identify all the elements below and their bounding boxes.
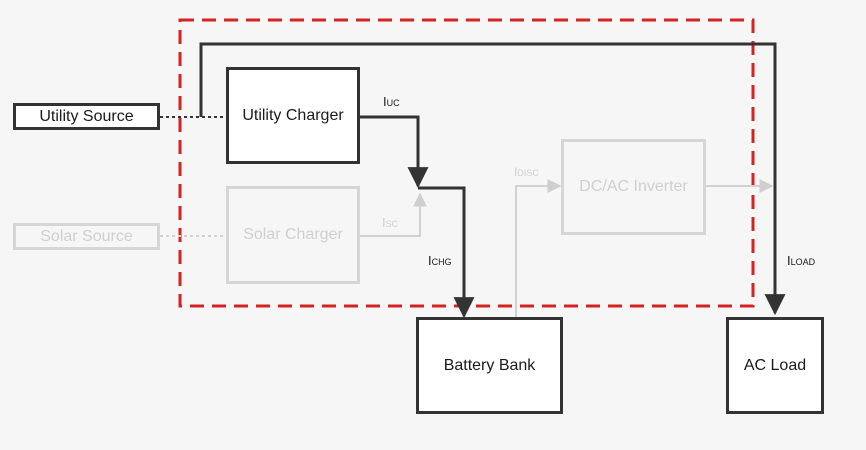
idisc-line bbox=[515, 179, 562, 318]
isc-label: ISC bbox=[382, 215, 399, 230]
utility-source-box: Utility Source bbox=[13, 103, 160, 130]
battery-bank-label: Battery Bank bbox=[443, 356, 536, 374]
ac-load-label: AC Load bbox=[743, 356, 807, 374]
ac-load-box: AC Load bbox=[726, 317, 824, 414]
isc-line bbox=[359, 192, 427, 237]
iload-label: ILOAD bbox=[787, 253, 816, 268]
solar-charger-label: Solar Charger bbox=[243, 226, 343, 243]
battery-bank-box: Battery Bank bbox=[416, 317, 563, 414]
iuc-label: IUC bbox=[383, 94, 400, 109]
utility-charger-box: Utility Charger bbox=[226, 67, 360, 164]
inverter-label: DC/AC Inverter bbox=[579, 178, 688, 195]
bypass-path bbox=[199, 42, 786, 316]
idisc-label: IDISC bbox=[514, 165, 539, 179]
solar-charger-box: Solar Charger bbox=[226, 186, 360, 284]
solar-source-label: Solar Source bbox=[40, 227, 133, 245]
ichg-line bbox=[418, 186, 475, 319]
inverter-box: DC/AC Inverter bbox=[561, 139, 706, 235]
iuc-line bbox=[359, 115, 429, 189]
utility-source-label: Utility Source bbox=[39, 107, 134, 125]
utility-charger-label: Utility Charger bbox=[242, 106, 344, 124]
solar-source-box: Solar Source bbox=[13, 223, 160, 250]
ichg-label: ICHG bbox=[428, 253, 452, 268]
